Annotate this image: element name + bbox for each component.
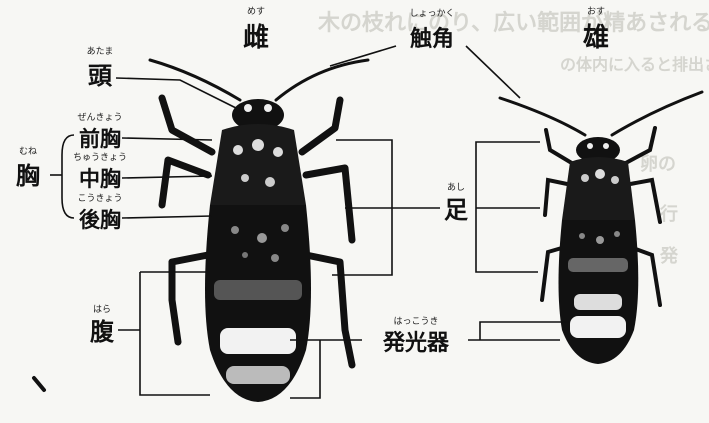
legs-ruby: あし <box>447 182 465 193</box>
male-ruby: おす <box>587 6 605 17</box>
female-light-organ <box>220 328 296 354</box>
antenna-label: 触角 <box>410 26 454 52</box>
leader-lines <box>50 46 570 398</box>
female-leg-mid-left <box>162 160 208 205</box>
prothorax-label: 前胸 <box>79 127 121 151</box>
stray-mark <box>34 378 44 390</box>
light-organ-ruby: はっこうき <box>393 316 438 327</box>
background-text-line-5: 発 <box>659 245 679 267</box>
female-leg-hind-right <box>306 255 352 365</box>
female-thorax <box>210 124 306 205</box>
legs-label: 足 <box>444 196 468 224</box>
female-eye-left <box>244 104 252 112</box>
male-label: 雄 <box>582 23 609 53</box>
metathorax-ruby: こうきょう <box>77 193 122 204</box>
male-antenna-right <box>612 92 702 135</box>
head-label: 頭 <box>88 62 113 90</box>
background-text-line-3: 卵の <box>640 153 676 175</box>
female-light-organ-lower <box>226 366 290 384</box>
metathorax-label: 後胸 <box>79 208 121 232</box>
antenna-ruby: しょっかく <box>409 8 454 19</box>
female-leg-front-right <box>302 100 340 152</box>
chest-label: 胸 <box>16 162 40 190</box>
mesothorax-ruby: ちゅうきょう <box>73 152 127 163</box>
light-organ-label: 発光器 <box>382 331 450 356</box>
female-label: 雌 <box>243 22 269 53</box>
male-light-organ <box>570 316 626 338</box>
male-leg-front-left <box>546 130 575 165</box>
female-antenna-right <box>276 60 368 100</box>
mesothorax-label: 中胸 <box>79 167 121 191</box>
female-ruby: めす <box>247 6 265 17</box>
chest-ruby: むね <box>19 146 37 157</box>
prothorax-ruby: ぜんきょう <box>77 112 122 123</box>
abdomen-ruby: はら <box>93 304 111 315</box>
male-beetle-illustration <box>500 92 702 364</box>
female-eye-right <box>264 104 272 112</box>
female-leg-hind-left <box>172 255 208 342</box>
head-ruby: あたま <box>87 46 114 57</box>
background-text-line-2: の体内に入ると排出される <box>560 55 709 74</box>
male-thorax <box>562 157 635 220</box>
male-antenna-left <box>500 98 585 135</box>
female-abdomen-band <box>214 280 302 300</box>
male-light-organ-upper <box>574 294 622 310</box>
abdomen-label: 腹 <box>90 318 115 346</box>
female-beetle-illustration <box>150 60 368 402</box>
female-leg-front-left <box>162 98 212 152</box>
background-text-line-1: 木の枝れにのり、広い範囲が精あされる。 <box>317 10 709 36</box>
female-leg-mid-right <box>306 168 352 240</box>
